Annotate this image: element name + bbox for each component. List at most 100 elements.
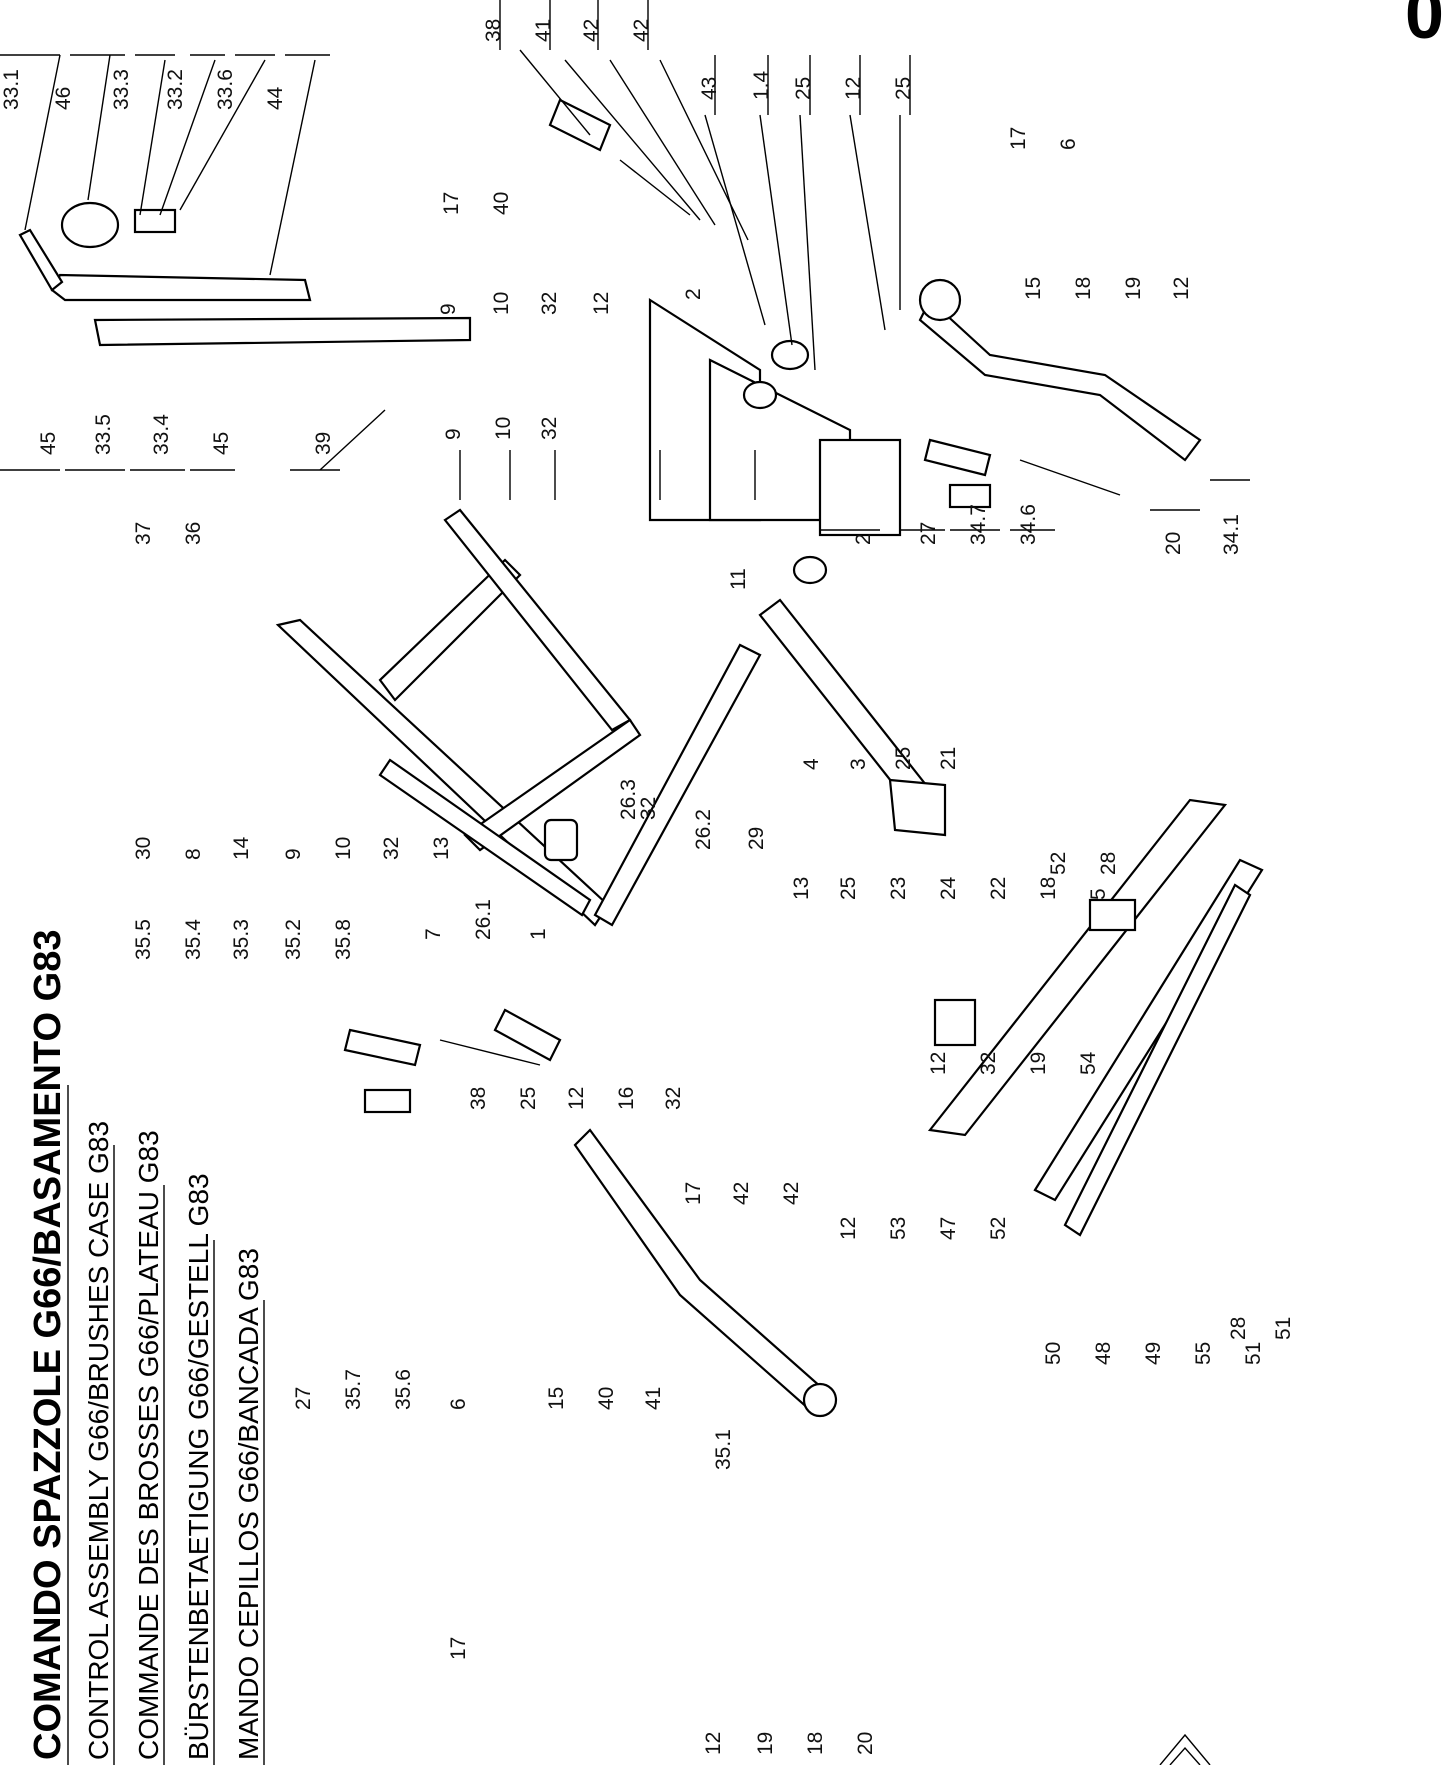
callout: 12 xyxy=(842,77,865,100)
callout: 32 xyxy=(977,1052,1000,1075)
spacer-26-1 xyxy=(543,818,579,862)
callout: 25 xyxy=(892,747,915,770)
callout: 39 xyxy=(312,432,335,455)
callout: 25 xyxy=(837,877,860,900)
callout: 46 xyxy=(52,87,75,110)
title-fr: COMMANDE DES BROSSES G66/PLATEAU G83 xyxy=(133,1130,164,1760)
callout: 28 xyxy=(1227,1317,1250,1340)
callout: 13 xyxy=(430,837,453,860)
callout: 14 xyxy=(230,836,253,860)
bracket-5 xyxy=(888,778,947,837)
spring-34 xyxy=(923,438,992,477)
bracket-52 xyxy=(933,998,977,1047)
callout: 9 xyxy=(442,428,465,440)
callout: 19 xyxy=(754,1732,777,1755)
callout: 20 xyxy=(1162,532,1185,555)
callout: 41 xyxy=(532,19,555,42)
callout: 15 xyxy=(1022,277,1045,300)
callout: 27 xyxy=(917,522,940,545)
knob xyxy=(60,201,120,249)
title-de: BÜRSTENBETAETIGUNG G66/GESTELL G83 xyxy=(183,1173,214,1760)
callout: 24 xyxy=(937,876,960,900)
callout: 47 xyxy=(937,1217,960,1240)
callout: 51 xyxy=(1242,1342,1265,1365)
callout: 41 xyxy=(642,1387,665,1410)
callout: 13 xyxy=(790,877,813,900)
callout: 42 xyxy=(780,1182,803,1205)
callout: 36 xyxy=(182,522,205,545)
callout: 1 xyxy=(527,928,550,940)
callout: 12 xyxy=(565,1087,588,1110)
callout: 12 xyxy=(927,1052,950,1075)
callout: 42 xyxy=(630,19,653,42)
title-es: MANDO CEPILLOS G66/BANCADA G83 xyxy=(233,1248,264,1760)
callout: 12 xyxy=(1170,277,1193,300)
callout: 5 xyxy=(1087,888,1110,900)
callout: 32 xyxy=(538,417,561,440)
callout: 33.6 xyxy=(214,69,237,110)
title-en: CONTROL ASSEMBLY G66/BRUSHES CASE G83 xyxy=(83,1121,114,1760)
callout: 40 xyxy=(595,1387,618,1410)
callout: 10 xyxy=(332,837,355,860)
lever-plate xyxy=(50,273,312,302)
callout: 2 xyxy=(682,288,705,300)
callout: 35.8 xyxy=(332,919,355,960)
callout: 52 xyxy=(1047,852,1070,875)
callout: 11 xyxy=(727,568,750,590)
callout: 49 xyxy=(1142,1342,1165,1365)
callout: 32 xyxy=(380,837,403,860)
callout: 9 xyxy=(437,303,460,315)
callout: 30 xyxy=(132,837,155,860)
callout: 4 xyxy=(800,758,823,770)
callout: 35.4 xyxy=(182,919,205,960)
lever-34-1-eye xyxy=(918,278,962,322)
callout: 12 xyxy=(837,1217,860,1240)
callout: 26.1 xyxy=(472,899,495,940)
callout: 25 xyxy=(517,1087,540,1110)
callout: 45 xyxy=(37,432,60,455)
callout: 25 xyxy=(792,77,815,100)
bushing-2b xyxy=(792,555,828,585)
spring-35-2 xyxy=(343,1028,422,1067)
rod-40-top xyxy=(619,159,691,216)
leader-lines xyxy=(0,0,1250,531)
callout: 28 xyxy=(1097,852,1120,875)
callout: 45 xyxy=(210,432,233,455)
callout: 15 xyxy=(545,1387,568,1410)
callout: 50 xyxy=(1042,1342,1065,1365)
callout: 21 xyxy=(937,747,960,770)
callout: 48 xyxy=(1092,1342,1115,1365)
callout: 17 xyxy=(1007,127,1030,150)
callout: 9 xyxy=(282,848,305,860)
callout: 32 xyxy=(662,1087,685,1110)
callout: 18 xyxy=(1037,877,1060,900)
callout: 34.1 xyxy=(1220,514,1243,555)
rod-34-6 xyxy=(1019,459,1121,496)
callout: 18 xyxy=(1072,277,1095,300)
frame-bar-4 xyxy=(463,718,642,852)
callout: 6 xyxy=(447,1398,470,1410)
callout: 52 xyxy=(987,1217,1010,1240)
sleeve-35-6 xyxy=(363,1088,412,1114)
callout: 6 xyxy=(1057,138,1080,150)
callout: 26.3 xyxy=(617,779,640,820)
callout: 38 xyxy=(467,1087,490,1110)
callout: 18 xyxy=(804,1732,827,1755)
callout: 19 xyxy=(1027,1052,1050,1075)
sleeve-34-7 xyxy=(948,483,992,509)
callout: 8 xyxy=(182,848,205,860)
plate-33-2 xyxy=(133,208,177,234)
logo-mark xyxy=(1159,1733,1211,1765)
callout: 34.6 xyxy=(1017,504,1040,545)
callout: 35.7 xyxy=(342,1369,365,1410)
callout: 32 xyxy=(637,797,660,820)
lever-35-1-eye xyxy=(802,1382,838,1418)
lever-35-1 xyxy=(573,1128,832,1412)
callout: 17 xyxy=(682,1182,705,1205)
callout: 44 xyxy=(264,86,287,110)
callout: 10 xyxy=(490,292,513,315)
callout: 54 xyxy=(1077,1051,1100,1075)
callout: 27 xyxy=(292,1387,315,1410)
callout: 7 xyxy=(422,928,445,940)
